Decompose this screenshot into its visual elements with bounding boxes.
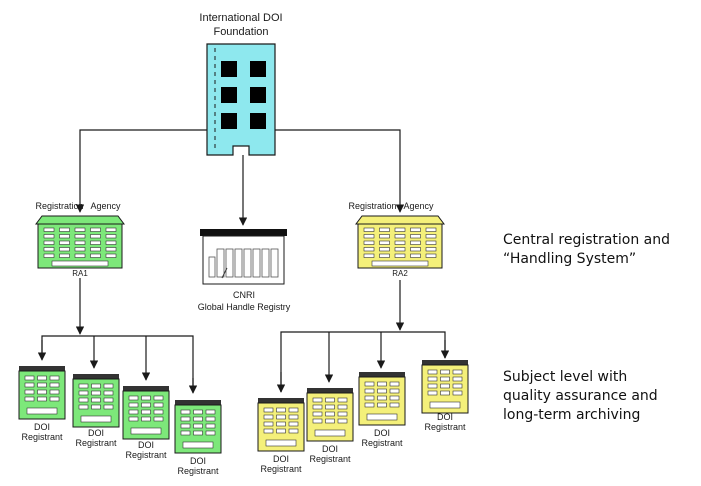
registrant-label-8-line2: Registrant	[424, 422, 466, 432]
registrant-label-8-line1: DOI	[437, 412, 453, 422]
registrant-building-8	[421, 360, 469, 414]
registration-agency-left-building	[35, 215, 125, 269]
registrant-labels: DOI Registrant DOI Registrant DOI Regist…	[21, 412, 466, 476]
connector-lines	[37, 129, 450, 394]
registrant-label-7-line2: Registrant	[361, 438, 403, 448]
registry-label-line1: CNRI	[233, 290, 255, 300]
registrant-label-1-line1: DOI	[34, 422, 50, 432]
registrant-building-5	[257, 398, 305, 452]
registrant-label-6-line1: DOI	[322, 444, 338, 454]
registration-agency-right-building	[355, 215, 445, 269]
registrant-label-4-line2: Registrant	[177, 466, 219, 476]
registrant-label-6-line2: Registrant	[309, 454, 351, 464]
registrant-building-2	[72, 374, 120, 428]
subject-note-line2: quality assurance and	[503, 388, 658, 404]
registrant-building-7	[358, 372, 406, 426]
registrant-building-1	[18, 366, 66, 420]
registrant-label-5-line1: DOI	[273, 454, 289, 464]
connector-foundation-ra2	[275, 129, 405, 213]
agency-code-right: RA2	[392, 269, 408, 278]
agency-label-right: Registration Agency	[348, 201, 434, 211]
registry-label-line2: Global Handle Registry	[198, 302, 291, 312]
central-note-line2: “Handling System”	[503, 251, 636, 267]
subject-note-line1: Subject level with	[503, 369, 627, 385]
foundation-label-line1: International DOI	[199, 12, 282, 24]
registrant-label-2-line2: Registrant	[75, 438, 117, 448]
registry-server	[200, 229, 287, 285]
registrant-label-3-line1: DOI	[138, 440, 154, 450]
registrant-label-4-line1: DOI	[190, 456, 206, 466]
subject-note-line3: long-term archiving	[503, 407, 640, 423]
connector-foundation-ra1	[75, 129, 207, 213]
registrant-label-2-line1: DOI	[88, 428, 104, 438]
building-shapes	[18, 215, 469, 454]
central-note-line1: Central registration and	[503, 232, 670, 248]
registrant-building-3	[122, 386, 170, 440]
agency-label-left: Registration Agency	[35, 201, 121, 211]
registrant-label-1-line2: Registrant	[21, 432, 63, 442]
foundation-label-line2: Foundation	[213, 26, 268, 38]
agency-code-left: RA1	[72, 269, 88, 278]
foundation-building	[206, 43, 276, 156]
registrant-label-7-line1: DOI	[374, 428, 390, 438]
registrant-label-3-line2: Registrant	[125, 450, 167, 460]
registrant-label-5-line2: Registrant	[260, 464, 302, 474]
registrant-building-4	[174, 400, 222, 454]
registrant-building-6	[306, 388, 354, 442]
